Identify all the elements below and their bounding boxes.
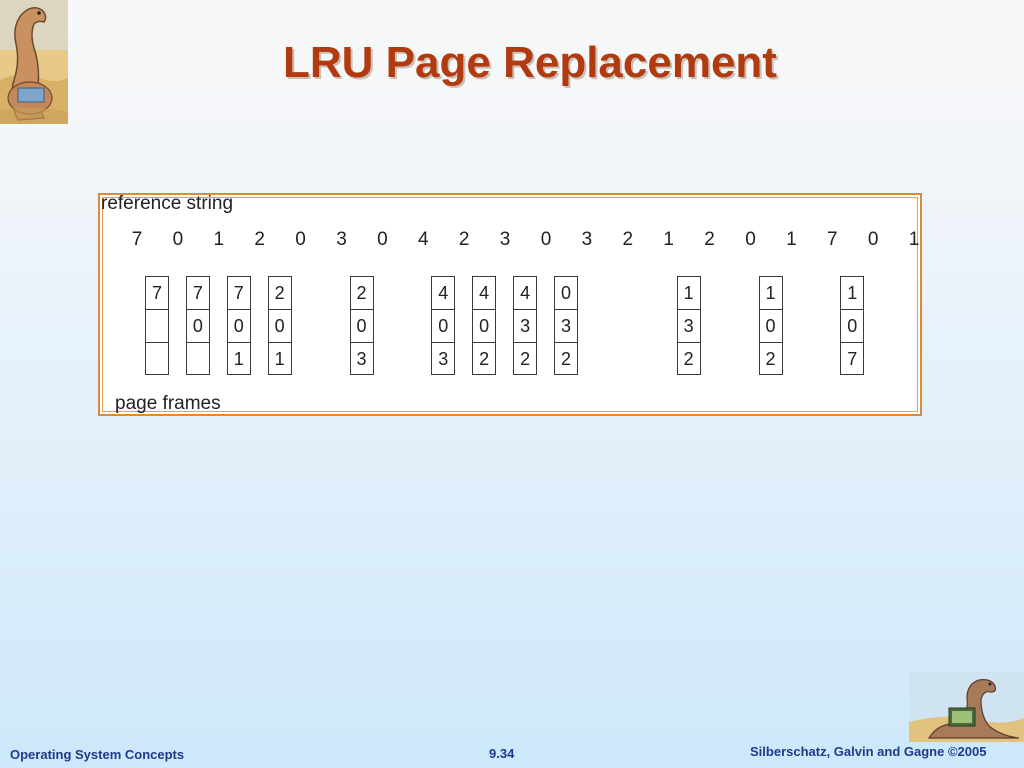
dinosaur-logo-icon bbox=[0, 0, 68, 124]
reference-number: 7 bbox=[131, 229, 143, 250]
footer-slide-number: 9.34 bbox=[489, 746, 515, 761]
frame-cell: 4 bbox=[432, 277, 455, 310]
frame-cell: 0 bbox=[186, 310, 209, 343]
frame-cell: 2 bbox=[765, 349, 776, 369]
frame-cell: 2 bbox=[268, 277, 291, 310]
frame-cell bbox=[146, 310, 168, 343]
frame-cell: 1 bbox=[677, 277, 700, 310]
reference-number: 1 bbox=[663, 229, 674, 250]
reference-number: 0 bbox=[867, 229, 879, 250]
frame-cell: 3 bbox=[356, 349, 367, 369]
reference-number: 7 bbox=[827, 229, 838, 250]
frame-cell: 2 bbox=[479, 349, 490, 369]
reference-number: 1 bbox=[786, 229, 797, 250]
reference-number: 0 bbox=[745, 229, 756, 250]
reference-number: 0 bbox=[377, 229, 388, 250]
frame-cell: 1 bbox=[274, 349, 285, 369]
frame-cell: 3 bbox=[438, 349, 449, 369]
frame-cell: 3 bbox=[514, 310, 537, 343]
frame-cell: 3 bbox=[677, 310, 700, 343]
reference-number: 2 bbox=[704, 229, 715, 250]
frame-cell: 0 bbox=[432, 310, 455, 343]
reference-number: 0 bbox=[295, 229, 306, 250]
reference-string-label: reference string bbox=[101, 193, 234, 214]
reference-number: 0 bbox=[172, 229, 184, 250]
reference-number: 0 bbox=[540, 229, 552, 250]
frame-cell: 0 bbox=[759, 310, 782, 343]
diagram-frame bbox=[98, 193, 922, 416]
frame-cell: 2 bbox=[683, 349, 694, 369]
frame-cell: 3 bbox=[555, 310, 577, 343]
frame-cell: 0 bbox=[227, 310, 250, 343]
frame-cell: 7 bbox=[146, 277, 168, 310]
reference-number: 1 bbox=[908, 229, 920, 250]
frame-cell bbox=[146, 343, 168, 376]
footer-course-title: Operating System Concepts bbox=[10, 747, 185, 762]
frame-cell: 0 bbox=[555, 277, 577, 310]
frame-cell: 7 bbox=[227, 277, 250, 310]
frame-cell: 0 bbox=[350, 310, 373, 343]
reference-number: 1 bbox=[213, 229, 225, 250]
slide-title: LRU Page Replacement bbox=[283, 38, 777, 87]
reference-number: 3 bbox=[581, 229, 593, 250]
frame-cell: 4 bbox=[514, 277, 537, 310]
reference-number: 2 bbox=[622, 229, 634, 250]
frame-cell bbox=[187, 343, 209, 376]
dinosaur-laptop-icon bbox=[909, 672, 1024, 742]
frame-cell: 1 bbox=[233, 349, 244, 369]
frame-cell: 2 bbox=[560, 349, 571, 369]
reference-number: 3 bbox=[336, 229, 347, 250]
frame-column: 7 bbox=[145, 276, 169, 375]
footer-copyright: Silberschatz, Galvin and Gagne ©2005 bbox=[750, 744, 987, 759]
frame-cell: 0 bbox=[841, 310, 864, 343]
page-frames-label: page frames bbox=[115, 393, 221, 414]
reference-number: 3 bbox=[499, 229, 511, 250]
reference-number: 4 bbox=[418, 229, 429, 250]
frame-cell: 0 bbox=[473, 310, 496, 343]
frame-cell: 7 bbox=[847, 349, 858, 369]
frame-cell: 1 bbox=[759, 277, 782, 310]
frame-cell: 1 bbox=[841, 277, 864, 310]
frame-cell: 2 bbox=[520, 349, 531, 369]
reference-number: 2 bbox=[458, 229, 470, 250]
reference-number: 2 bbox=[254, 229, 265, 250]
frame-cell: 2 bbox=[350, 277, 373, 310]
frame-cell: 4 bbox=[473, 277, 496, 310]
frame-cell: 0 bbox=[268, 310, 291, 343]
frame-cell: 7 bbox=[186, 277, 209, 310]
